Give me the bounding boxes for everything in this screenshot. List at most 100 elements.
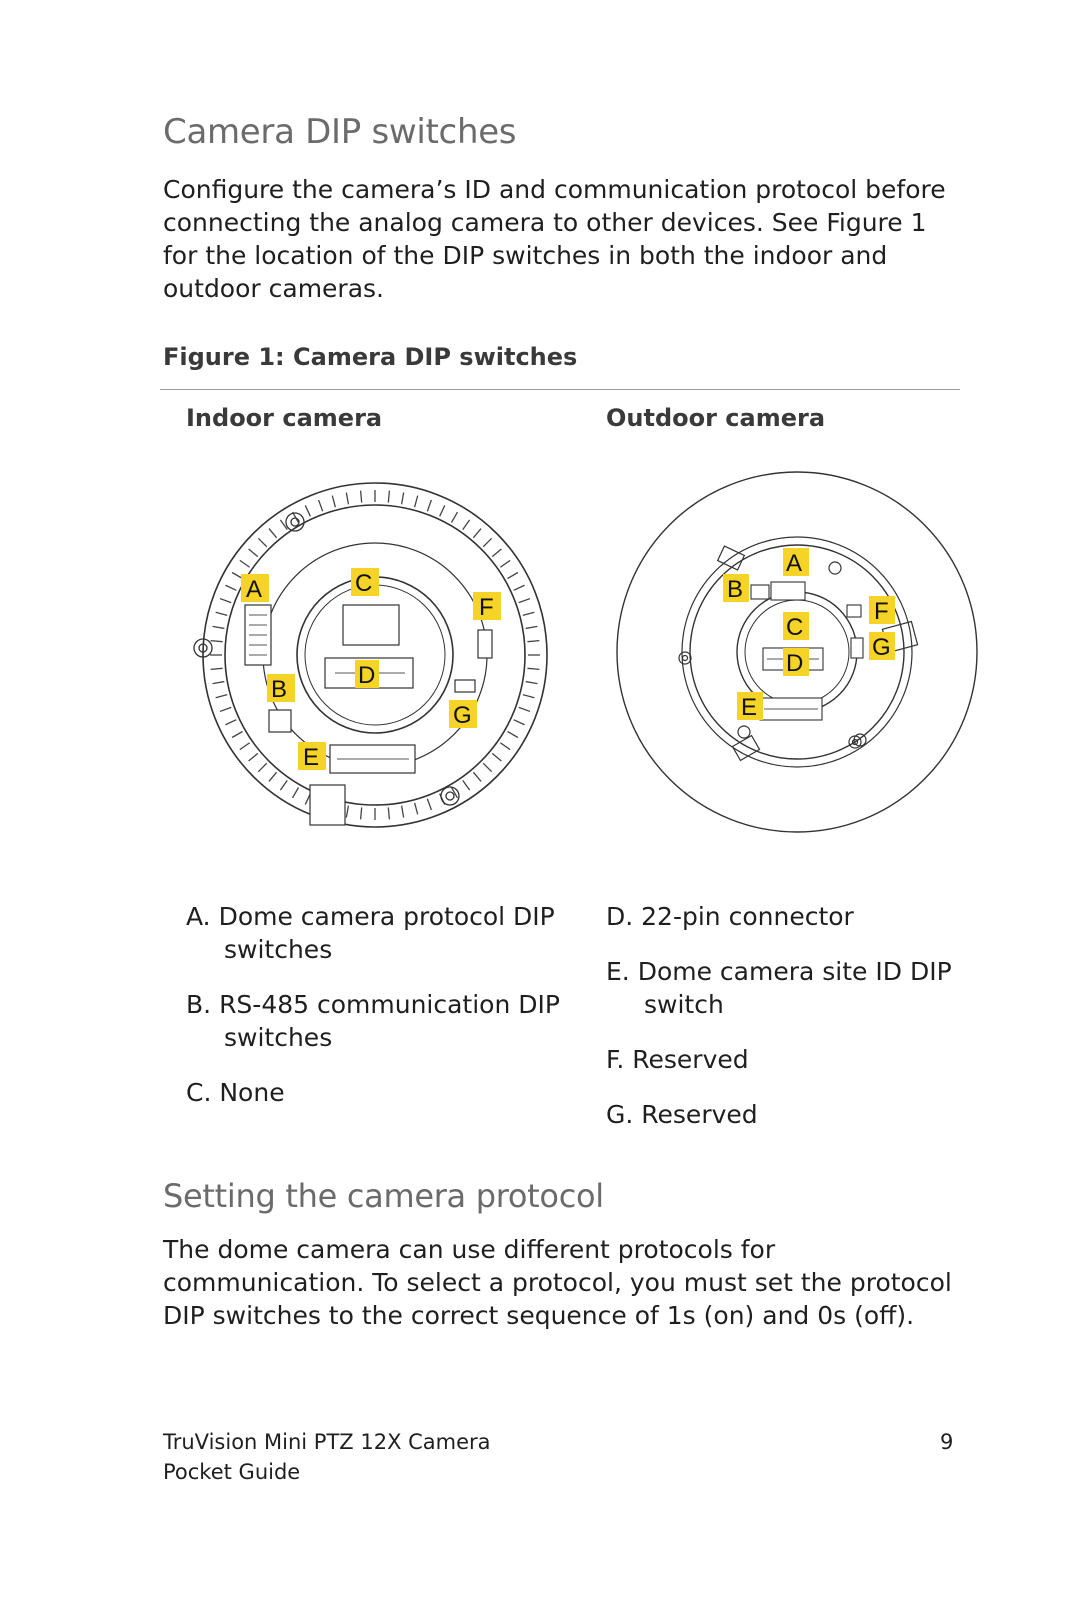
legend-item-g: G. Reserved (606, 1100, 758, 1129)
ring-tick (525, 625, 538, 630)
ring-tick (279, 519, 288, 531)
legend-item-f: F. Reserved (606, 1045, 749, 1074)
ring-tick (491, 548, 502, 558)
ring-tick (331, 495, 337, 508)
tag-f: F (473, 592, 501, 621)
ring-tick (304, 505, 311, 517)
ring-tick (257, 762, 268, 773)
svg-text:F: F (874, 598, 889, 625)
outdoor-camera-heading: Outdoor camera (606, 404, 826, 432)
legend-item-b: B. RS-485 communication DIP switches (186, 990, 560, 1052)
ring-tick (413, 495, 419, 508)
footer-guide: Pocket Guide (163, 1460, 301, 1484)
ring-tick (513, 719, 525, 726)
ring-tick (491, 752, 502, 762)
tag-e: E (298, 742, 326, 771)
ring-tick (239, 559, 251, 568)
ring-tick (387, 490, 391, 503)
tag-e: E (737, 692, 763, 721)
ring-tick (291, 787, 300, 799)
legend-item-e: E. Dome camera site ID DIP switch (606, 957, 952, 1019)
ring-tick (513, 584, 525, 591)
ring-tick (345, 492, 350, 505)
tag-g: G (869, 632, 895, 661)
ring-tick (268, 528, 278, 539)
ring-tick (518, 597, 531, 604)
section-title-protocol: Setting the camera protocol (163, 1177, 604, 1215)
footer-product: TruVision Mini PTZ 12X Camera (163, 1430, 491, 1454)
page-number: 9 (940, 1430, 954, 1454)
tag-a: A (783, 548, 809, 577)
ring-tick (527, 667, 540, 671)
ring-tick (527, 639, 540, 643)
ring-tick (400, 805, 405, 818)
ring-tick (225, 719, 237, 726)
ring-tick (212, 680, 225, 685)
ring-tick (482, 537, 493, 548)
ring-tick (345, 805, 350, 818)
legend-right: D. 22-pin connector E. Dome camera site … (606, 900, 966, 1131)
svg-text:F: F (479, 594, 494, 621)
ring-tick (279, 779, 288, 791)
ring-tick (215, 611, 228, 617)
tag-g: G (449, 700, 477, 729)
indoor-camera-diagram: A C F D B G E (193, 482, 548, 828)
ring-tick (231, 571, 243, 580)
svg-text:D: D (358, 662, 375, 689)
legend-left: A. Dome camera protocol DIP switches B. … (186, 900, 566, 1109)
ring-tick (248, 752, 259, 762)
section-title: Camera DIP switches (163, 112, 517, 152)
ring-tick (518, 706, 531, 713)
tag-b: B (723, 574, 749, 603)
caption-divider (160, 389, 960, 390)
ring-tick (525, 680, 538, 685)
ring-tick (387, 807, 391, 820)
ring-tick (215, 693, 228, 699)
ring-tick (219, 706, 232, 713)
intro-paragraph: Configure the camera’s ID and communicat… (163, 175, 946, 303)
ring-tick (522, 611, 535, 617)
protocol-paragraph: The dome camera can use different protoc… (163, 1235, 952, 1330)
tag-c: C (783, 612, 809, 641)
ring-tick (212, 625, 225, 630)
ring-tick (400, 492, 405, 505)
ring-tick (426, 499, 433, 512)
legend-item-d: D. 22-pin connector (606, 902, 854, 931)
ring-tick (522, 693, 535, 699)
legend-item-c: C. None (186, 1078, 285, 1107)
svg-text:D: D (786, 650, 803, 677)
ring-tick (450, 787, 459, 799)
svg-text:G: G (872, 634, 891, 661)
ring-tick (317, 499, 324, 512)
footer-title: TruVision Mini PTZ 12X Camera Pocket Gui… (163, 1427, 491, 1487)
tag-f: F (869, 596, 895, 625)
svg-text:B: B (271, 676, 287, 703)
ring-tick (472, 528, 482, 539)
tag-a: A (241, 574, 269, 603)
ring-tick (413, 802, 419, 815)
ring-tick (210, 639, 223, 643)
ring-tick (268, 771, 278, 782)
tag-d: D (355, 660, 379, 689)
ring-tick (219, 597, 232, 604)
tag-b: B (267, 674, 295, 703)
ring-tick (462, 519, 471, 531)
ring-tick (359, 807, 363, 820)
svg-text:C: C (355, 570, 372, 597)
ring-tick (257, 537, 268, 548)
ring-tick (210, 667, 223, 671)
legend-item-a: A. Dome camera protocol DIP switches (186, 902, 555, 964)
ring-tick (499, 559, 511, 568)
svg-text:A: A (246, 576, 262, 603)
ring-tick (291, 511, 300, 523)
ring-tick (482, 762, 493, 773)
svg-text:A: A (786, 550, 802, 577)
ring-tick (462, 779, 471, 791)
svg-text:B: B (727, 576, 743, 603)
ring-tick (439, 505, 446, 517)
figure-caption: Figure 1: Camera DIP switches (163, 343, 578, 371)
ring-tick (426, 798, 433, 811)
indoor-camera-heading: Indoor camera (186, 404, 383, 432)
svg-text:E: E (741, 694, 757, 721)
ring-tick (499, 742, 511, 751)
